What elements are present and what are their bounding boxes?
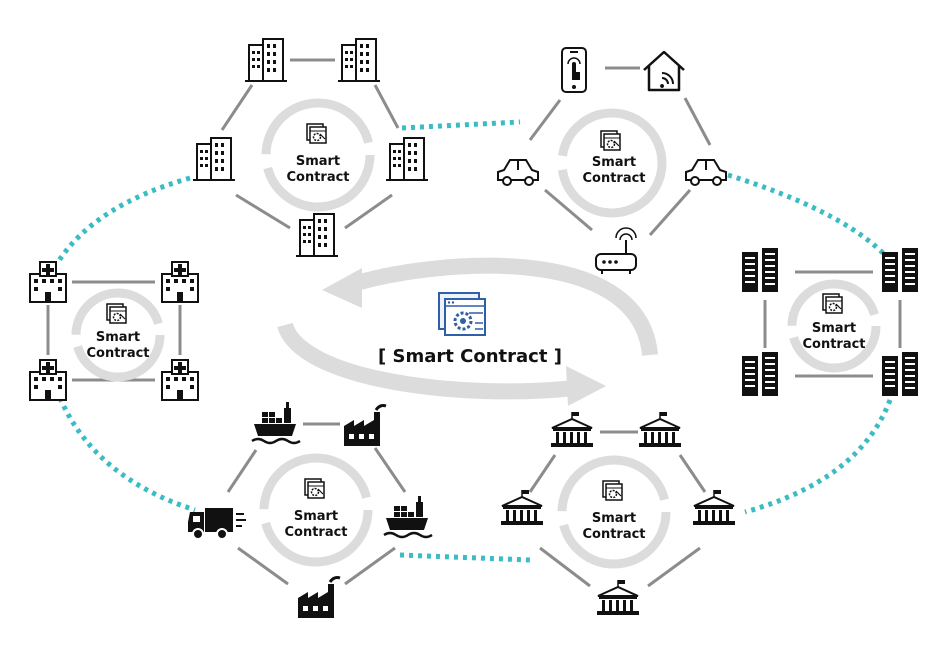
factory-icon — [342, 404, 388, 448]
government-building-icon — [638, 411, 682, 448]
center-smart-contract-icon — [438, 292, 486, 336]
government-building-icon — [550, 411, 594, 448]
truck-icon — [187, 507, 247, 540]
hospital-icon — [29, 261, 67, 303]
peer-links — [55, 119, 893, 563]
central-cycle — [277, 257, 658, 406]
center-label: [ Smart Contract ] — [378, 346, 562, 367]
office-building-icon — [192, 137, 236, 182]
hospital-icon — [161, 359, 199, 401]
office-building-icon — [385, 137, 429, 182]
tower-icon — [882, 248, 918, 292]
router-icon — [595, 227, 637, 275]
government-building-icon — [596, 579, 640, 616]
smart-contract-icon — [602, 480, 623, 501]
tower-icon — [742, 248, 778, 292]
smart-contract-icon — [600, 130, 621, 151]
ship-icon — [250, 400, 302, 445]
factory-icon — [296, 576, 342, 620]
smart-contract-icon — [822, 293, 843, 314]
office-building-icon — [295, 213, 339, 258]
tower-icon — [882, 352, 918, 396]
hospital-icon — [161, 261, 199, 303]
peer-link-top-right — [727, 172, 887, 257]
smart-contract-icon — [306, 123, 327, 144]
ship-icon — [382, 494, 434, 539]
hospital-icon — [29, 359, 67, 401]
peer-link-bottom — [399, 552, 531, 563]
electric-car-icon — [497, 159, 539, 186]
smartphone-icon — [561, 47, 587, 93]
office-building-icon — [244, 38, 288, 83]
office-building-icon — [337, 38, 381, 83]
peer-link-top — [401, 119, 521, 131]
peer-link-right — [744, 399, 893, 515]
car-icon — [685, 159, 727, 186]
government-building-icon — [692, 489, 736, 526]
smart-home-icon — [642, 50, 686, 92]
peer-link-left — [57, 396, 196, 513]
smart-contract-icon — [304, 478, 325, 499]
tower-icon — [742, 352, 778, 396]
smart-contract-icon — [106, 303, 127, 324]
peer-link-top-left — [55, 175, 191, 264]
government-building-icon — [500, 489, 544, 526]
